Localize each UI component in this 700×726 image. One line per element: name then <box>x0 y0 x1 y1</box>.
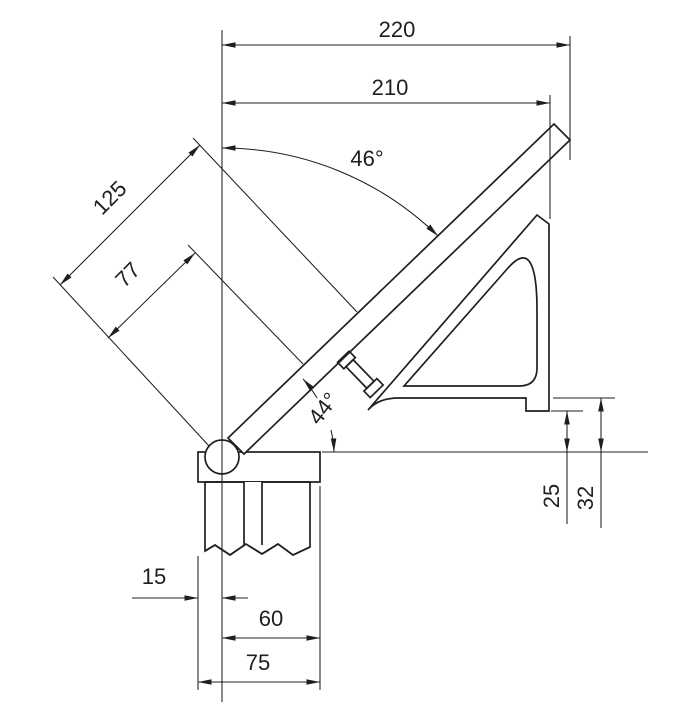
bracket-inner-wall <box>402 257 538 387</box>
dimension-32: 32 <box>553 397 615 528</box>
column-bore <box>244 482 262 546</box>
dimension-125: 125 <box>52 137 358 447</box>
extension-line-upper <box>192 137 358 313</box>
extension-line <box>187 244 304 365</box>
dim-label-125: 125 <box>88 176 132 220</box>
dim-label-25: 25 <box>539 484 564 508</box>
base-part <box>197 451 321 557</box>
dim-label-75: 75 <box>246 650 270 675</box>
arm-fill <box>228 124 570 454</box>
bracket-outline <box>367 213 550 412</box>
clamp-bolt <box>336 349 385 399</box>
dim-label-220: 220 <box>379 17 416 42</box>
extension-line-pivot <box>52 276 210 447</box>
bolt-nut <box>362 377 385 399</box>
angle-arc-upper <box>302 378 318 399</box>
angle-arc <box>221 145 439 237</box>
angle-dimension-46: 46° <box>221 145 439 237</box>
dim-label-77: 77 <box>110 257 145 292</box>
bolt-shank <box>344 358 376 390</box>
dimension-60: 60 <box>222 486 321 690</box>
dim-label-44: 44° <box>303 388 343 430</box>
dim-label-32: 32 <box>573 486 598 510</box>
dimension-line <box>107 252 196 339</box>
dimension-220: 220 <box>222 17 571 160</box>
dim-label-60: 60 <box>259 606 283 631</box>
dimension-75: 75 <box>198 650 320 685</box>
dimension-77: 77 <box>107 244 304 365</box>
angle-arc-lower <box>330 429 337 453</box>
swing-arm <box>226 122 572 456</box>
dimension-210: 210 <box>222 75 551 219</box>
dimension-25: 25 <box>539 410 583 524</box>
angle-bracket <box>367 213 550 412</box>
dim-label-46: 46° <box>350 146 383 171</box>
dimension-15: 15 <box>132 556 248 690</box>
dimension-line <box>59 144 201 286</box>
dim-label-210: 210 <box>372 75 409 100</box>
dim-label-15: 15 <box>142 564 166 589</box>
break-line <box>204 542 311 557</box>
